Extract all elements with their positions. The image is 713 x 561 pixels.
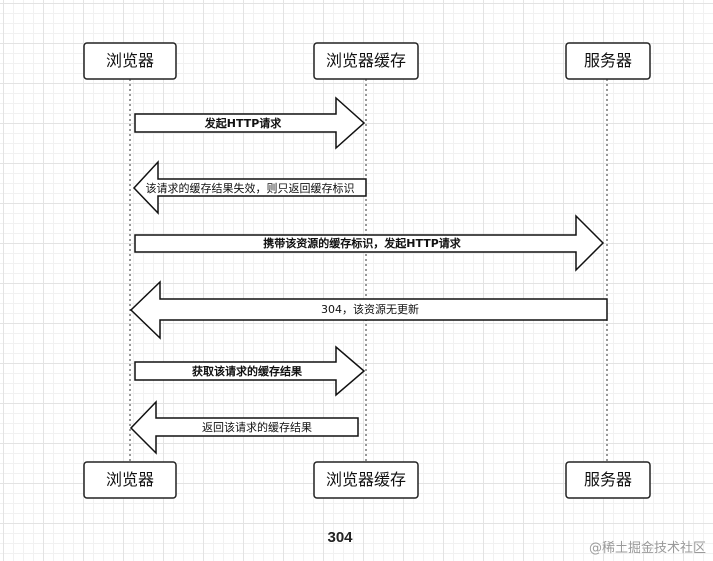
message-arrow-3: 携带该资源的缓存标识，发起HTTP请求 <box>134 214 605 272</box>
message-label-1: 发起HTTP请求 <box>204 116 283 130</box>
participant-cache-top: 浏览器缓存 <box>313 42 419 80</box>
message-label-5: 获取该请求的缓存结果 <box>192 364 302 378</box>
participant-cache-bottom: 浏览器缓存 <box>313 461 419 499</box>
participant-server-bottom: 服务器 <box>565 461 651 499</box>
watermark: @稀土掘金技术社区 <box>589 540 706 556</box>
message-arrow-5: 获取该请求的缓存结果 <box>134 345 366 397</box>
message-arrow-4: 304，该资源无更新 <box>129 280 608 340</box>
participant-browser-bottom: 浏览器 <box>83 461 177 499</box>
message-label-3: 携带该资源的缓存标识，发起HTTP请求 <box>263 236 462 250</box>
message-arrow-2: 该请求的缓存结果失效，则只返回缓存标识 <box>132 160 367 215</box>
participant-cache-top-label: 浏览器缓存 <box>326 51 406 70</box>
message-arrow-1: 发起HTTP请求 <box>134 96 366 150</box>
participant-server-bottom-label: 服务器 <box>584 470 632 489</box>
message-label-6: 返回该请求的缓存结果 <box>202 420 312 434</box>
participant-server-top-label: 服务器 <box>584 51 632 70</box>
participant-browser-bottom-label: 浏览器 <box>106 470 154 489</box>
participant-browser-top: 浏览器 <box>83 42 177 80</box>
message-arrow-6: 返回该请求的缓存结果 <box>129 400 359 455</box>
message-label-4: 304，该资源无更新 <box>321 302 419 316</box>
participant-cache-bottom-label: 浏览器缓存 <box>326 470 406 489</box>
participant-browser-top-label: 浏览器 <box>106 51 154 70</box>
participant-server-top: 服务器 <box>565 42 651 80</box>
diagram-caption: 304 <box>327 529 353 546</box>
message-label-2: 该请求的缓存结果失效，则只返回缓存标识 <box>146 181 355 195</box>
